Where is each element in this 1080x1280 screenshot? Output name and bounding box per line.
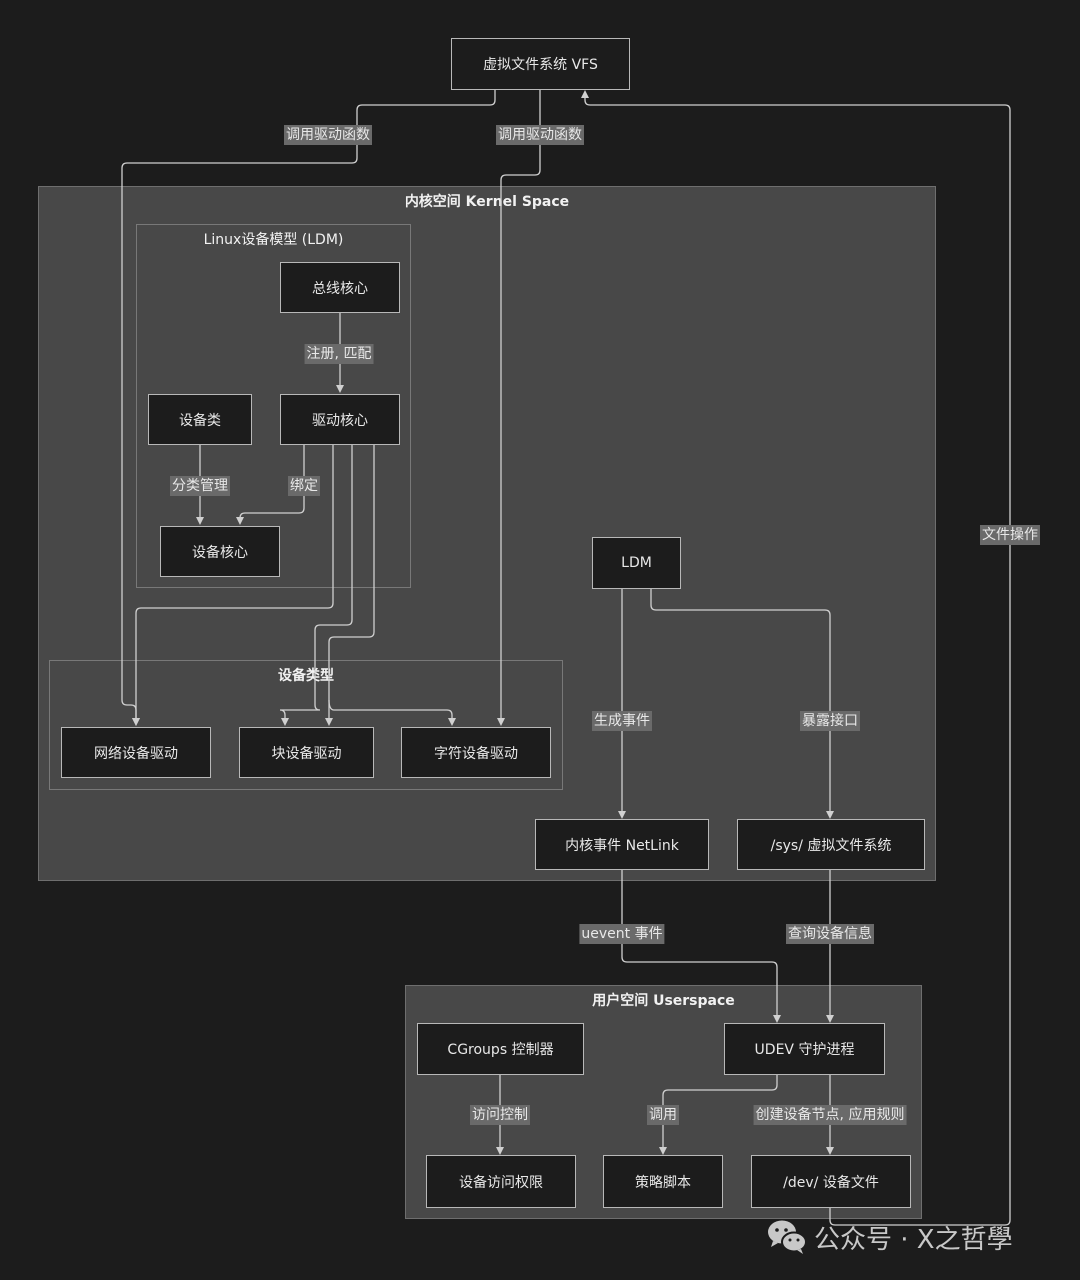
edge-dev-to-vfs — [581, 90, 1011, 1226]
edge-label-ldm-to-netlink: 生成事件 — [592, 711, 652, 731]
cluster-userspace-title: 用户空间 Userspace — [592, 993, 735, 1009]
node-char-driver[interactable]: 字符设备驱动 — [401, 727, 551, 778]
edge-label-udev-to-policy: 调用 — [647, 1105, 679, 1125]
node-driver-core[interactable]: 驱动核心 — [280, 394, 400, 445]
edge-vfs-to-net-driver — [121, 90, 496, 726]
cluster-device-types-title: 设备类型 — [278, 668, 334, 684]
node-ldm[interactable]: LDM — [592, 537, 681, 589]
wechat-icon — [768, 1220, 807, 1254]
edge-label-cgroups-to-access: 访问控制 — [470, 1105, 530, 1125]
node-udev[interactable]: UDEV 守护进程 — [724, 1023, 885, 1075]
watermark: 公众号 · X之哲學 — [766, 1217, 1013, 1257]
node-sysfs[interactable]: /sys/ 虚拟文件系统 — [737, 819, 925, 870]
node-policy-script[interactable]: 策略脚本 — [603, 1155, 723, 1208]
node-vfs[interactable]: 虚拟文件系统 VFS — [451, 38, 630, 90]
cluster-ldm-model-title: Linux设备模型 (LDM) — [203, 232, 344, 248]
edge-driver-to-net-driver — [132, 445, 334, 726]
edge-driver-to-char-driver — [328, 699, 456, 726]
edge-label-udev-to-dev: 创建设备节点, 应用规则 — [753, 1105, 907, 1125]
node-device-core[interactable]: 设备核心 — [160, 526, 280, 577]
edge-label-bus-to-driver: 注册, 匹配 — [304, 344, 374, 364]
edge-vfs-to-char-driver — [497, 90, 541, 726]
node-device-class[interactable]: 设备类 — [148, 394, 252, 445]
edge-label-dev-to-vfs: 文件操作 — [980, 525, 1040, 545]
edge-driver-to-block-driver-a — [279, 445, 353, 726]
watermark-text: 公众号 · X之哲學 — [814, 1224, 1013, 1255]
edge-label-vfs-to-char: 调用驱动函数 — [496, 125, 584, 145]
edge-driver-to-block-driver-b — [325, 445, 375, 726]
edge-label-class-to-core: 分类管理 — [170, 476, 230, 496]
edge-netlink-to-udev — [621, 870, 781, 1023]
edge-ldm-to-sysfs — [650, 589, 834, 819]
edge-label-driver-to-core: 绑定 — [288, 476, 320, 496]
node-netlink[interactable]: 内核事件 NetLink — [535, 819, 709, 870]
node-cgroups[interactable]: CGroups 控制器 — [417, 1023, 584, 1075]
edge-label-vfs-to-net: 调用驱动函数 — [284, 125, 372, 145]
cluster-kernel-space-title: 内核空间 Kernel Space — [404, 194, 570, 210]
edge-driver-to-device-core — [236, 445, 305, 525]
edge-label-netlink-to-udev: uevent 事件 — [579, 924, 665, 944]
node-access-rights[interactable]: 设备访问权限 — [426, 1155, 576, 1208]
node-dev-files[interactable]: /dev/ 设备文件 — [751, 1155, 911, 1208]
edge-label-ldm-to-sysfs: 暴露接口 — [800, 711, 860, 731]
edge-label-sysfs-to-udev: 查询设备信息 — [786, 924, 874, 944]
node-bus-core[interactable]: 总线核心 — [280, 262, 400, 313]
edge-udev-to-policy — [659, 1075, 778, 1155]
node-net-driver[interactable]: 网络设备驱动 — [61, 727, 211, 778]
node-block-driver[interactable]: 块设备驱动 — [239, 727, 374, 778]
